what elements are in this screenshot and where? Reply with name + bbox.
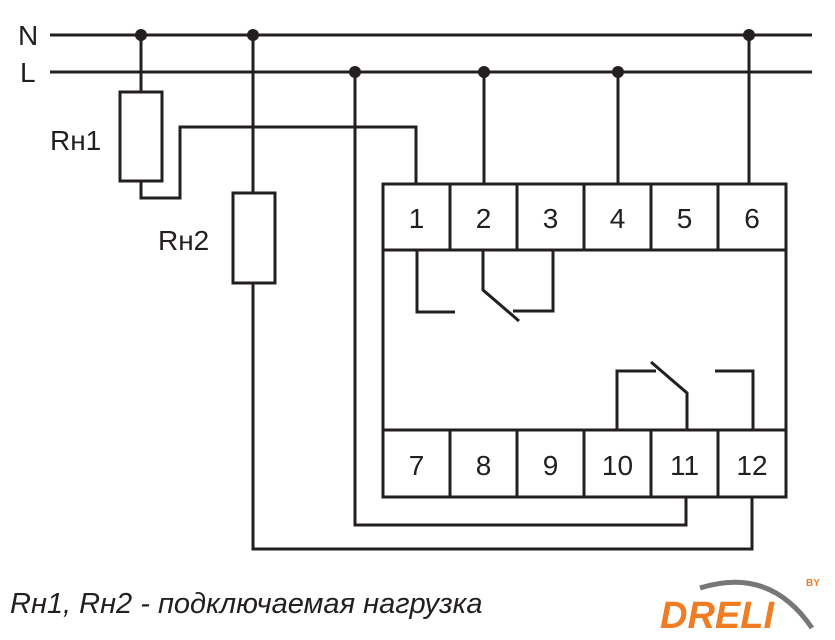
- load-rn1: [118, 35, 418, 200]
- rn1-label: Rн1: [50, 125, 101, 156]
- contact-1: [415, 250, 455, 314]
- contact-12: [715, 369, 755, 430]
- terminal-label-1: 1: [409, 203, 425, 234]
- terminal-label-5: 5: [677, 203, 693, 234]
- terminal-label-6: 6: [744, 203, 760, 234]
- contact-11-switch: [650, 360, 689, 430]
- logo-suffix: BY: [806, 578, 820, 589]
- contact-2-switch: [481, 250, 520, 323]
- terminal-label-10: 10: [602, 450, 633, 481]
- live-label: L: [20, 57, 36, 88]
- neutral-label: N: [18, 20, 38, 51]
- contact-10: [615, 369, 656, 430]
- terminal-label-12: 12: [736, 450, 767, 481]
- terminal-label-7: 7: [409, 450, 425, 481]
- rn2-label: Rн2: [158, 225, 209, 256]
- terminal-label-4: 4: [610, 203, 626, 234]
- logo-text: DRELI: [660, 595, 775, 637]
- load-rn2: [231, 35, 754, 551]
- wire-l-to-11: [353, 72, 688, 527]
- relay-box: [381, 182, 788, 499]
- terminal-label-8: 8: [476, 450, 492, 481]
- terminal-label-3: 3: [543, 203, 559, 234]
- caption: Rн1, Rн2 - подключаемая нагрузка: [10, 588, 482, 620]
- terminal-label-2: 2: [476, 203, 492, 234]
- dreli-logo: DRELI BY: [660, 578, 820, 637]
- terminal-label-9: 9: [543, 450, 559, 481]
- terminal-label-11: 11: [670, 450, 699, 481]
- contact-3: [513, 250, 555, 313]
